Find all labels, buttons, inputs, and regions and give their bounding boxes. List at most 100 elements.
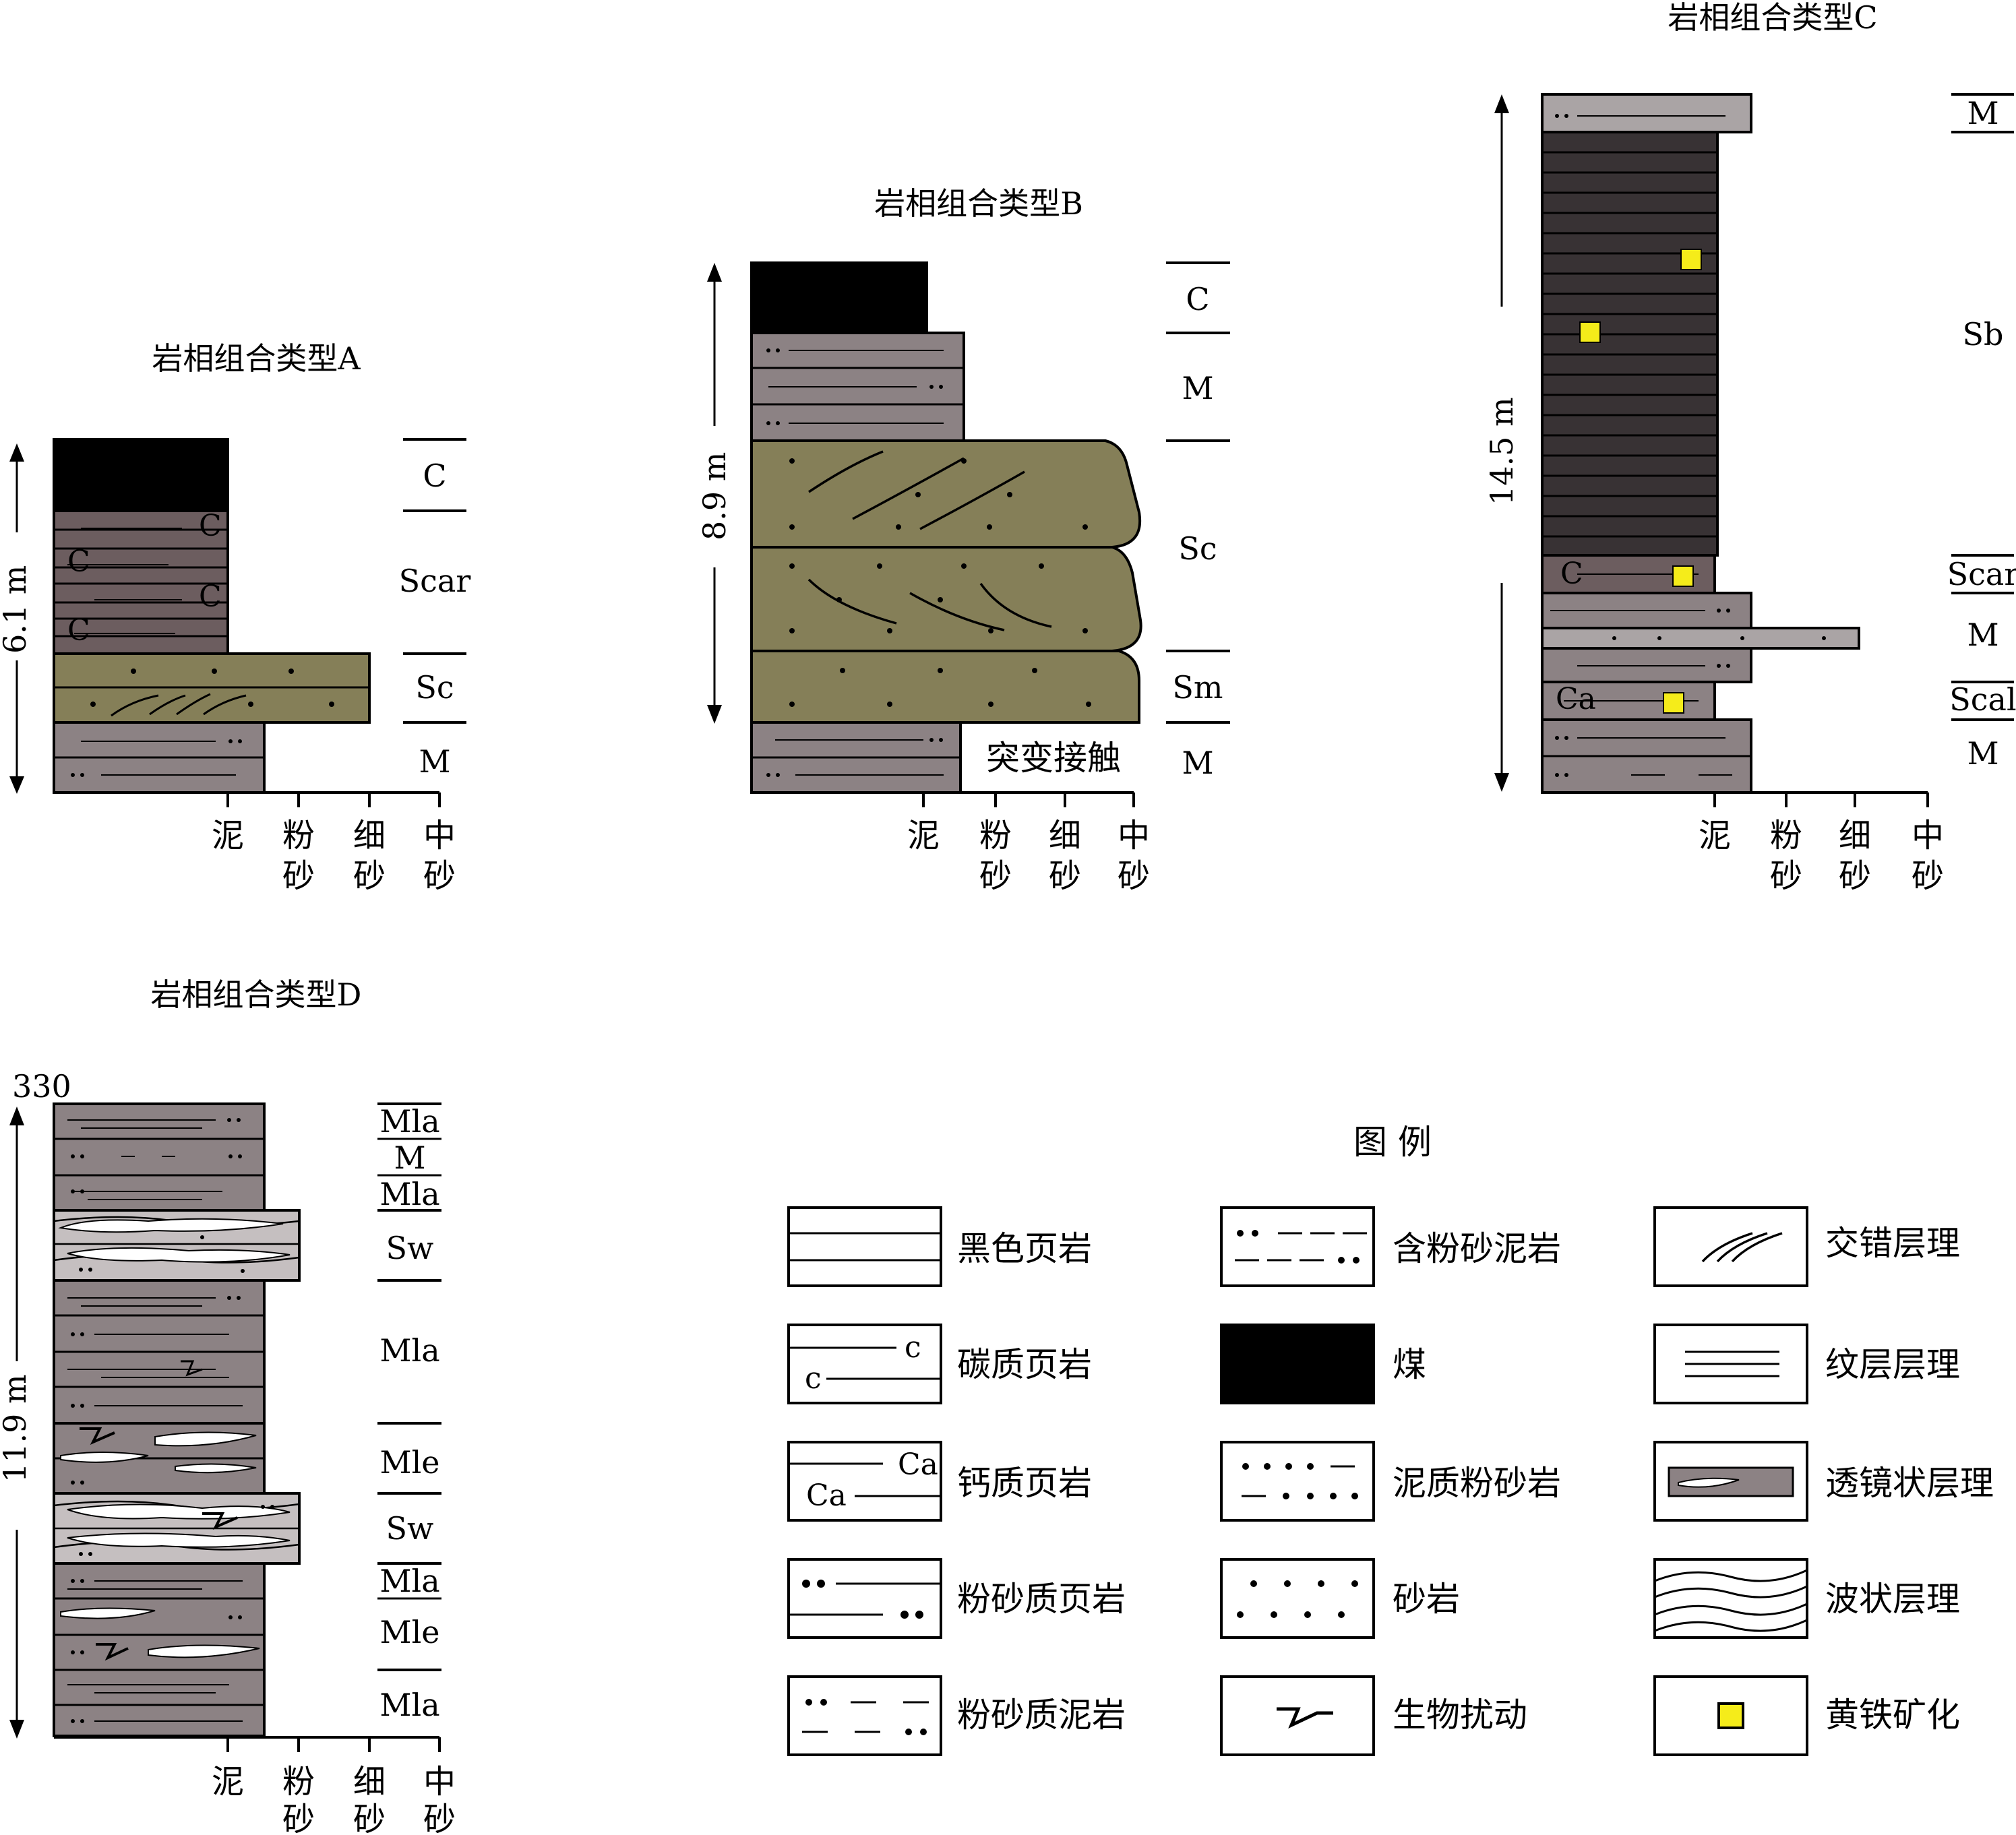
svg-text:砂: 砂 [1770,857,1802,895]
coal-bed [750,261,928,334]
svg-text:Sw: Sw [386,1510,434,1547]
svg-text:M: M [394,1140,425,1176]
facies-code: C [423,458,446,494]
facies-code: Scar [399,563,471,599]
svg-text:Sc: Sc [1178,530,1217,567]
svg-text:泥: 泥 [212,1763,244,1801]
svg-text:泥: 泥 [907,817,940,854]
legend-carbonaceous-shale: c c 碳质页岩 [787,1324,1092,1404]
svg-text:Mla: Mla [379,1332,439,1369]
facies-code: M [419,743,450,780]
svg-text:碳质页岩: 碳质页岩 [957,1345,1092,1384]
svg-text:泥质粉砂岩: 泥质粉砂岩 [1393,1464,1561,1503]
column-b-title: 岩相组合类型B [874,185,1083,222]
column-a-thickness: 6.1 m [0,565,33,654]
column-d-thickness: 11.9 m [0,1374,33,1483]
svg-text:砂岩: 砂岩 [1393,1580,1460,1619]
svg-text:黄铁矿化: 黄铁矿化 [1825,1696,1960,1735]
svg-text:粉砂质泥岩: 粉砂质泥岩 [957,1696,1126,1735]
svg-text:C: C [1186,281,1209,317]
svg-text:Ca: Ca [806,1479,847,1513]
legend-title: 图 例 [1353,1123,1432,1162]
legend-black-shale: 黑色页岩 [787,1206,1092,1287]
svg-text:Mle: Mle [379,1444,439,1481]
svg-text:砂: 砂 [1118,857,1150,895]
legend-wavy-bedding: 波状层理 [1653,1558,1960,1639]
svg-text:纹层层理: 纹层层理 [1825,1345,1960,1384]
column-a-title: 岩相组合类型A [152,340,361,377]
svg-text:砂: 砂 [423,1801,456,1835]
column-d-title: 岩相组合类型D [151,976,362,1013]
svg-text:含粉砂泥岩: 含粉砂泥岩 [1393,1229,1561,1268]
svg-text:Sm: Sm [1172,669,1223,706]
contact-label: 突变接触 [986,739,1121,778]
legend-silt-bearing-mudstone: 含粉砂泥岩 [1220,1206,1561,1287]
svg-text:M: M [1182,745,1213,781]
svg-text:M: M [1967,617,1998,653]
svg-text:砂: 砂 [282,857,315,895]
svg-text:交错层理: 交错层理 [1825,1224,1960,1263]
svg-text:中: 中 [423,817,456,854]
svg-text:砂: 砂 [423,857,456,895]
carbonaceous-shale-bed [53,509,229,655]
coal-bed [53,438,229,512]
svg-text:粉: 粉 [282,817,315,854]
svg-text:Mla: Mla [379,1687,439,1723]
sandstone-bed [750,650,1140,724]
svg-text:Ca: Ca [1556,682,1596,716]
siltstone-bed [1541,627,1860,650]
mudstone-bed [1541,93,1752,133]
svg-text:Scar: Scar [1947,556,2016,592]
svg-text:M: M [1967,95,1998,131]
legend-cross-bedding: 交错层理 [1653,1206,1960,1287]
svg-text:透镜状层理: 透镜状层理 [1825,1464,1994,1503]
legend-coal: 煤 [1220,1324,1426,1404]
svg-text:中: 中 [423,1763,456,1801]
legend-sandstone: 砂岩 [1220,1558,1460,1639]
svg-text:C: C [199,509,222,543]
svg-text:Scal: Scal [1949,681,2016,718]
svg-text:砂: 砂 [282,1801,315,1835]
svg-text:砂: 砂 [353,857,386,895]
black-shale-bed [1541,131,1719,557]
pyrite-marker [1672,565,1694,587]
svg-text:粉砂质页岩: 粉砂质页岩 [957,1580,1126,1619]
svg-text:波状层理: 波状层理 [1825,1580,1960,1619]
svg-text:Mla: Mla [379,1176,439,1212]
top-depth: 330 [12,1068,71,1105]
column-c: 岩相组合类型C 14.5 m C [1484,0,2016,895]
svg-text:Ca: Ca [898,1448,938,1482]
svg-text:砂: 砂 [979,857,1012,895]
column-b-thickness: 8.9 m [696,452,733,540]
svg-text:砂: 砂 [353,1801,386,1835]
legend-silty-mudstone: 粉砂质泥岩 [787,1675,1126,1756]
svg-text:煤: 煤 [1393,1345,1426,1384]
svg-text:泥: 泥 [212,817,244,854]
column-c-title: 岩相组合类型C [1668,0,1877,36]
svg-text:砂: 砂 [1839,857,1871,895]
svg-text:黑色页岩: 黑色页岩 [957,1229,1092,1268]
svg-text:c: c [805,1361,822,1396]
facies-code: Sc [415,669,454,706]
svg-text:Sb: Sb [1963,316,2004,352]
svg-text:砂: 砂 [1049,857,1081,895]
svg-text:中: 中 [1118,817,1150,854]
svg-text:Sw: Sw [386,1230,434,1266]
pyrite-marker [1579,321,1601,343]
legend-muddy-siltstone: 泥质粉砂岩 [1220,1441,1561,1522]
svg-text:C: C [199,580,222,614]
svg-text:钙质页岩: 钙质页岩 [957,1464,1092,1503]
svg-text:粉: 粉 [979,817,1012,854]
svg-text:细: 细 [353,1763,386,1801]
column-a: 岩相组合类型A 6.1 m C C C C [0,340,470,895]
svg-text:粉: 粉 [282,1763,315,1801]
column-d: 岩相组合类型D 330 11.9 m [0,976,456,1835]
svg-text:Mla: Mla [379,1103,439,1140]
legend-lamination: 纹层层理 [1653,1324,1960,1404]
column-b: 岩相组合类型B 8.9 m [696,185,1230,895]
legend-lenticular-bedding: 透镜状层理 [1653,1441,1994,1522]
pyrite-marker [1680,249,1702,270]
svg-text:M: M [1967,735,1998,772]
svg-text:粉: 粉 [1770,817,1802,854]
